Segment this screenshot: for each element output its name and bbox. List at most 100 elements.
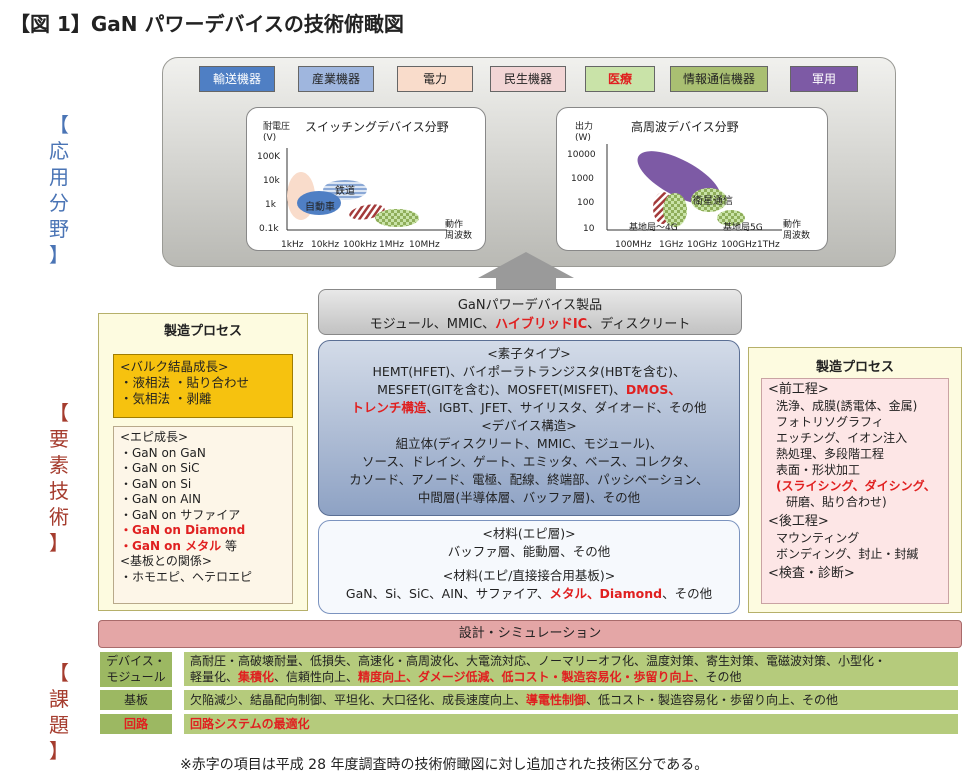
switching-y-tick: 1k bbox=[265, 200, 276, 210]
epi-item: ・GaN on AIN bbox=[120, 492, 201, 506]
device-structure-header: <デバイス構造> bbox=[481, 418, 577, 433]
up-arrow-icon bbox=[478, 252, 574, 278]
switching-x-tick: 1MHz bbox=[379, 240, 404, 250]
epi-header: <エピ成長> bbox=[120, 430, 189, 444]
simulation-bar: 設計・シミュレーション bbox=[98, 620, 962, 648]
front-process-header: <前工程> bbox=[768, 382, 829, 397]
switching-x-tick: 100kHz bbox=[343, 240, 377, 250]
rf-x-tick: 100GHz bbox=[721, 240, 757, 250]
materials-epi-line: バッファ層、能動層、その他 bbox=[447, 544, 611, 559]
base-station-4g-label: 基地局～4G bbox=[629, 223, 678, 233]
footnote: ※赤字の項目は平成 28 年度調査時の技術俯瞰図に対し追加された技術区分である。 bbox=[180, 757, 709, 773]
back-process-header: <後工程> bbox=[768, 514, 829, 529]
legend-item: 民生機器 bbox=[490, 66, 566, 92]
front-process-tail: 研磨、貼り合わせ) bbox=[786, 495, 887, 509]
substrate-header: <基板との関係> bbox=[120, 554, 212, 568]
materials-substrate-header: <材料(エピ/直接接合用基板)> bbox=[442, 568, 616, 583]
up-arrow-stem bbox=[496, 277, 556, 291]
materials-epi-header: <材料(エピ層)> bbox=[482, 526, 576, 541]
device-structure-line: 中間層(半導体層、バッファ層)、その他 bbox=[417, 490, 641, 505]
epi-item: ・GaN on Si bbox=[120, 476, 192, 491]
left-process-title: 製造プロセス bbox=[163, 324, 242, 339]
right-process-title: 製造プロセス bbox=[815, 360, 894, 375]
bulk-item: ・液相法 ・貼り合わせ bbox=[120, 375, 249, 390]
legend-item: 医療 bbox=[585, 66, 655, 92]
legend-item: 輸送機器 bbox=[199, 66, 275, 92]
switching-chart-plot bbox=[286, 148, 447, 231]
issues-section-label: 【課題】 bbox=[49, 661, 69, 763]
legend-item: 産業機器 bbox=[298, 66, 374, 92]
front-process-item: 熱処理、多段階工程 bbox=[776, 447, 885, 461]
device-structure-line: 組立体(ディスクリート、MMIC、モジュール)、 bbox=[395, 436, 663, 451]
switching-chart-title: スイッチングデバイス分野 bbox=[305, 120, 449, 134]
automobile-label: 自動車 bbox=[305, 202, 335, 213]
materials-substrate-line: GaN、Si、SiC、AIN、サファイア、メタル、Diamond、その他 bbox=[345, 586, 713, 601]
epi-item: ・GaN on GaN bbox=[120, 445, 206, 460]
right-process-column: 製造プロセス <前工程> 洗浄、成膜(誘電体、金属)フォトリソグラフィエッチング… bbox=[748, 347, 962, 613]
issue-device-line: 軽量化、集積化、信頼性向上、精度向上、ダメージ低減、低コスト・製造容易化・歩留り… bbox=[190, 670, 742, 684]
element-section-label: 【要素技術】 bbox=[49, 401, 69, 555]
rf-x-tick: 1GHz bbox=[659, 240, 684, 250]
switching-x-label: 動作 周波数 bbox=[445, 220, 473, 241]
satellite-region bbox=[691, 188, 727, 212]
epi-growth-box: <エピ成長> ・GaN on GaN・GaN on SiC・GaN on Si・… bbox=[113, 426, 293, 604]
rf-y-label: 出力 (W) bbox=[575, 122, 594, 143]
rf-chart-title: 高周波デバイス分野 bbox=[631, 120, 739, 134]
rf-device-chart: 高周波デバイス分野 出力 (W) 10000 1000 100 10 100MH… bbox=[556, 107, 828, 251]
base-station-5g-label: 基地局5G bbox=[723, 223, 763, 233]
rf-x-tick: 100MHz bbox=[615, 240, 652, 250]
switching-y-label: 耐電圧 (V) bbox=[263, 122, 291, 143]
back-process-list: マウンティングボンディング、封止・封緘 bbox=[768, 530, 942, 562]
front-process-item: フォトリソグラフィ bbox=[776, 415, 884, 429]
issue-value-substrate: 欠陥減少、結晶配向制御、平坦化、大口径化、成長速度向上、導電性制御、低コスト・製… bbox=[184, 690, 958, 710]
epi-list: ・GaN on GaN・GaN on SiC・GaN on Si・GaN on … bbox=[120, 446, 286, 524]
bulk-crystal-box: <バルク結晶成長> ・液相法 ・貼り合わせ ・気相法 ・剥離 bbox=[113, 354, 293, 418]
infocom-rf-region bbox=[663, 193, 687, 227]
left-process-column: 製造プロセス <バルク結晶成長> ・液相法 ・貼り合わせ ・気相法 ・剥離 <エ… bbox=[98, 313, 308, 611]
bulk-item: ・気相法 ・剥離 bbox=[120, 391, 212, 406]
legend-item: 情報通信機器 bbox=[670, 66, 768, 92]
automotive-region bbox=[297, 191, 341, 215]
railway-label: 鉄道 bbox=[335, 186, 355, 197]
front-process-list: 洗浄、成膜(誘電体、金属)フォトリソグラフィエッチング、イオン注入熱処理、多段階… bbox=[768, 398, 942, 478]
epi-item: ・GaN on SiC bbox=[120, 461, 200, 475]
switching-x-tick: 10kHz bbox=[311, 240, 340, 250]
product-list: モジュール、MMIC、ハイブリッドIC、ディスクリート bbox=[369, 317, 691, 332]
switching-x-tick: 10MHz bbox=[409, 240, 440, 250]
issue-key-circuit: 回路 bbox=[100, 714, 172, 734]
legend-item: 軍用 bbox=[790, 66, 858, 92]
element-type-line: HEMT(HFET)、バイポーラトランジスタ(HBTを含む)、 bbox=[372, 364, 686, 379]
issue-key-device: デバイス・ モジュール bbox=[100, 652, 172, 687]
materials-box: <材料(エピ層)> バッファ層、能動層、その他 <材料(エピ/直接接合用基板)>… bbox=[318, 520, 740, 614]
switching-device-chart: スイッチングデバイス分野 耐電圧 (V) 100K 10k 1k 0.1k 1k… bbox=[246, 107, 486, 251]
device-structure-line: カソード、アノード、電極、配線、終端部、パッシベーション、 bbox=[349, 472, 709, 487]
rf-y-tick: 10 bbox=[583, 224, 595, 234]
front-process-item: 洗浄、成膜(誘電体、金属) bbox=[776, 399, 918, 413]
issue-value-circuit: 回路システムの最適化 bbox=[184, 714, 958, 734]
rf-x-label: 動作 周波数 bbox=[783, 220, 811, 241]
rf-x-tick: 10GHz bbox=[687, 240, 717, 250]
issue-device-line: 高耐圧・高破壊耐量、低損失、高速化・高周波化、大電流対応、ノーマリーオフ化、温度… bbox=[190, 654, 887, 668]
switching-y-tick: 100K bbox=[257, 152, 281, 162]
application-section-label: 【応用分野】 bbox=[49, 113, 69, 267]
page-title: 【図 1】GaN パワーデバイスの技術俯瞰図 bbox=[10, 12, 404, 36]
infocom-region bbox=[375, 209, 419, 227]
rf-x-tick: 1THz bbox=[757, 240, 780, 250]
bulk-header: <バルク結晶成長> bbox=[120, 359, 229, 374]
issue-value-device: 高耐圧・高破壊耐量、低損失、高速化・高周波化、大電流対応、ノーマリーオフ化、温度… bbox=[184, 652, 958, 686]
inspection-header: <検査・診断> bbox=[768, 566, 855, 581]
element-type-line: トレンチ構造、IGBT、JFET、サイリスタ、ダイオード、その他 bbox=[351, 400, 707, 415]
base-station-5g-region bbox=[717, 210, 745, 226]
epi-item-diamond: ・GaN on Diamond bbox=[120, 523, 246, 537]
product-title: GaNパワーデバイス製品 bbox=[457, 298, 603, 313]
switching-x-tick: 1kHz bbox=[281, 240, 304, 250]
front-process-red-item: (スライシング、ダイシング、 bbox=[776, 479, 936, 493]
rf-chart-plot bbox=[606, 144, 782, 231]
legend-item: 電力 bbox=[397, 66, 473, 92]
rf-y-tick: 10000 bbox=[567, 150, 596, 160]
issue-key-substrate: 基板 bbox=[100, 690, 172, 710]
element-types-header: <素子タイプ> bbox=[487, 346, 571, 361]
front-process-item: 表面・形状加工 bbox=[776, 463, 861, 477]
switching-y-tick: 10k bbox=[263, 176, 280, 186]
rf-y-tick: 1000 bbox=[571, 174, 594, 184]
